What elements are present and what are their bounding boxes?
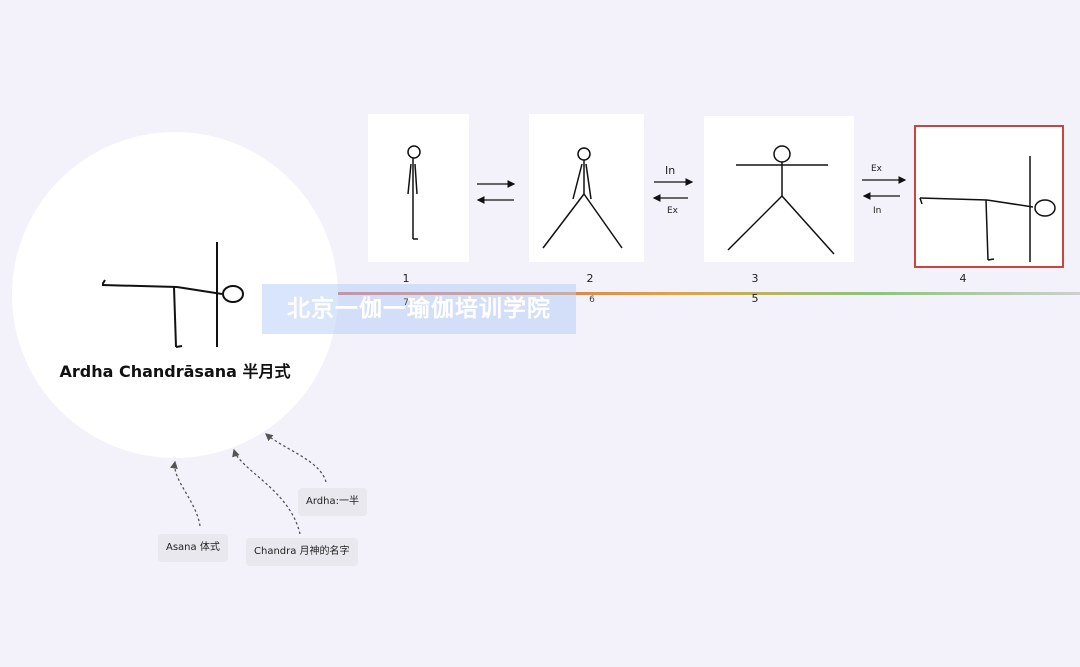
step-card-2[interactable] <box>529 114 644 262</box>
legs-apart-figure <box>542 147 623 249</box>
note-asana[interactable]: Asana 体式 <box>158 534 228 562</box>
transition-3-4-bottom-label: In <box>873 206 882 216</box>
standing-figure <box>407 145 421 240</box>
step-sub-number-5: 5 <box>751 292 759 305</box>
star-figure <box>727 145 835 255</box>
step-sub-number-6: 6 <box>589 295 595 305</box>
watermark-banner: 北京一伽一瑜伽培训学院 <box>262 284 576 334</box>
step-number-1: 1 <box>402 272 410 285</box>
pose-title: Ardha Chandrāsana 半月式 <box>59 362 291 381</box>
half-moon-figure-large <box>102 242 244 348</box>
step-number-3: 3 <box>751 272 759 285</box>
step-sub-number-7: 7 <box>403 298 409 308</box>
transition-3-4-top-label: Ex <box>871 164 883 174</box>
half-moon-figure-small <box>919 156 1056 262</box>
note-chandra[interactable]: Chandra 月神的名字 <box>246 538 358 566</box>
step-card-3[interactable] <box>704 116 854 262</box>
step-number-2: 2 <box>586 272 594 285</box>
step-number-4: 4 <box>959 272 967 285</box>
step-card-1[interactable] <box>368 114 469 262</box>
step-card-4[interactable] <box>914 125 1064 268</box>
sequence-timeline <box>338 292 1080 295</box>
note-ardha[interactable]: Ardha:一半 <box>298 488 367 516</box>
transition-2-3-bottom-label: Ex <box>667 206 679 216</box>
transition-2-3-top-label: In <box>665 164 676 177</box>
